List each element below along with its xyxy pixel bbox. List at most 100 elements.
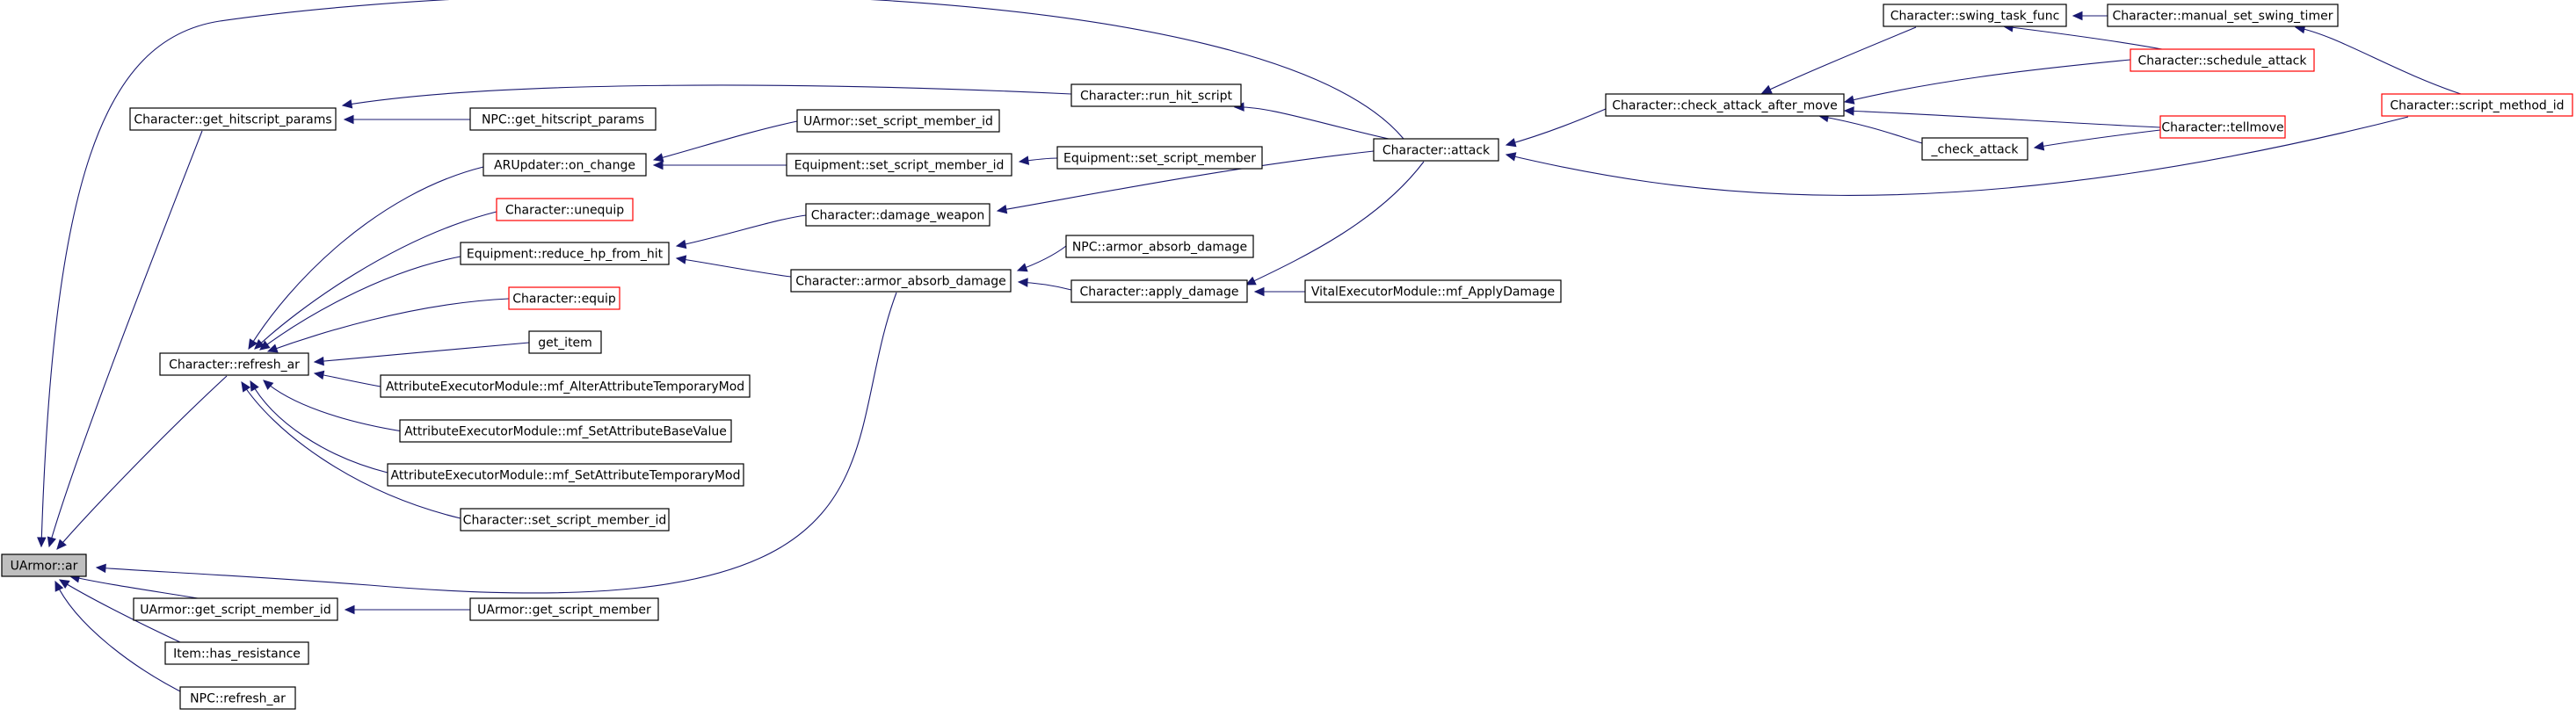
edge-get_item-to-ch_refresh_ar xyxy=(313,342,530,366)
node-box[interactable] xyxy=(460,242,670,265)
edge-npc_get_hitscript_params-to-ch_get_hitscript_params xyxy=(343,114,470,125)
edge-arrowhead xyxy=(996,204,1008,214)
node-ch_manual_set_swing_timer[interactable]: Character::manual_set_swing_timer xyxy=(2107,4,2339,27)
node-ch_set_script_member_id[interactable]: Character::set_script_member_id xyxy=(460,508,670,532)
node-npc_get_hitscript_params[interactable]: NPC::get_hitscript_params xyxy=(469,107,657,131)
node-box[interactable] xyxy=(469,107,657,131)
node-ch_armor_absorb_damage[interactable]: Character::armor_absorb_damage xyxy=(790,269,1012,293)
node-ch_unequip[interactable]: Character::unequip xyxy=(496,198,634,221)
node-box[interactable] xyxy=(2130,48,2315,72)
node-box[interactable] xyxy=(1070,279,1248,303)
node-label: UArmor::get_script_member xyxy=(477,604,651,618)
node-box[interactable] xyxy=(496,198,634,221)
node-box[interactable] xyxy=(1605,93,1845,117)
node-box[interactable] xyxy=(790,269,1012,293)
node-aem_set_base[interactable]: AttributeExecutorModule::mf_SetAttribute… xyxy=(399,419,732,443)
edge-arrowhead xyxy=(54,580,64,592)
node-aem_set_temp[interactable]: AttributeExecutorModule::mf_SetAttribute… xyxy=(387,463,744,487)
node-npc_refresh_ar[interactable]: NPC::refresh_ar xyxy=(179,686,296,710)
edge-line xyxy=(259,256,461,351)
node-box[interactable] xyxy=(796,109,1000,133)
edge-item_has_resistance-to-uarmor_ar xyxy=(58,579,181,643)
node-box[interactable] xyxy=(1065,235,1254,258)
edge-line xyxy=(40,0,1404,547)
edge-ch_set_script_member_id-to-ch_refresh_ar xyxy=(241,380,461,519)
node-label: AttributeExecutorModule::mf_SetAttribute… xyxy=(404,425,727,439)
edge-line xyxy=(2003,25,2163,50)
node-ch_run_hit_script[interactable]: Character::run_hit_script xyxy=(1070,83,1242,107)
node-box[interactable] xyxy=(133,597,338,621)
node-ch_attack[interactable]: Character::attack xyxy=(1373,138,1499,162)
node-box[interactable] xyxy=(805,203,990,227)
node-eq_set_script_member[interactable]: Equipment::set_script_member xyxy=(1056,146,1263,170)
edge-ch_tellmove-to-ch_check_attack_after_move xyxy=(1843,106,2161,128)
node-box[interactable] xyxy=(460,508,670,532)
node-arupdater_on_change[interactable]: ARUpdater::on_change xyxy=(483,153,647,177)
node-ch_swing_task_func[interactable]: Character::swing_task_func xyxy=(1883,4,2067,27)
node-box[interactable] xyxy=(469,597,659,621)
node-box[interactable] xyxy=(387,463,744,487)
node-ua_get_script_member_id[interactable]: UArmor::get_script_member_id xyxy=(133,597,338,621)
node-box[interactable] xyxy=(1056,146,1263,170)
node-box[interactable] xyxy=(159,352,309,376)
node-ch_schedule_attack[interactable]: Character::schedule_attack xyxy=(2130,48,2315,72)
edge-ch_attack-to-ch_apply_damage xyxy=(1244,161,1425,286)
node-box[interactable] xyxy=(179,686,296,710)
edge-ch_unequip-to-ch_refresh_ar xyxy=(254,211,497,350)
node-ua_get_script_member[interactable]: UArmor::get_script_member xyxy=(469,597,659,621)
node-box[interactable] xyxy=(786,153,1012,177)
node-box[interactable] xyxy=(1373,138,1499,162)
node-get_item[interactable]: get_item xyxy=(528,330,602,354)
node-eq_set_script_member_id[interactable]: Equipment::set_script_member_id xyxy=(786,153,1012,177)
node-npc_armor_absorb_damage[interactable]: NPC::armor_absorb_damage xyxy=(1065,235,1254,258)
edge-arrowhead xyxy=(37,537,47,548)
node-box[interactable] xyxy=(2381,93,2573,117)
edge-line xyxy=(314,342,530,363)
node-ch_equip[interactable]: Character::equip xyxy=(508,286,620,310)
node-ua_set_script_member_id[interactable]: UArmor::set_script_member_id xyxy=(796,109,1000,133)
node-box[interactable] xyxy=(1,553,87,577)
node-ch_damage_weapon[interactable]: Character::damage_weapon xyxy=(805,203,990,227)
node-aem_alter_temp[interactable]: AttributeExecutorModule::mf_AlterAttribu… xyxy=(380,374,751,398)
node-ch_tellmove[interactable]: Character::tellmove xyxy=(2159,115,2286,139)
node-box[interactable] xyxy=(1921,137,2028,161)
node-box[interactable] xyxy=(483,153,647,177)
node-box[interactable] xyxy=(380,374,751,398)
node-ch_get_hitscript_params[interactable]: Character::get_hitscript_params xyxy=(129,107,337,131)
node-ch_script_method_id[interactable]: Character::script_method_id xyxy=(2381,93,2573,117)
node-ch_refresh_ar[interactable]: Character::refresh_ar xyxy=(159,352,309,376)
edge-check_attack-to-ch_check_attack_after_move xyxy=(1818,112,1923,144)
node-box[interactable] xyxy=(508,286,620,310)
edge-ch_armor_absorb_damage-to-uarmor_ar xyxy=(95,292,897,594)
edge-ch_apply_damage-to-ch_armor_absorb_damage xyxy=(1017,278,1072,291)
edge-arrowhead xyxy=(1017,278,1028,287)
node-ch_apply_damage[interactable]: Character::apply_damage xyxy=(1070,279,1248,303)
edge-ch_manual_set_swing_timer-to-ch_swing_task_func xyxy=(2072,11,2108,21)
node-uarmor_ar[interactable]: UArmor::ar xyxy=(1,553,87,577)
edge-arrowhead xyxy=(313,370,325,380)
edge-line xyxy=(342,84,1072,106)
edge-arrowhead xyxy=(241,380,251,393)
edges-layer xyxy=(37,0,2462,697)
node-box[interactable] xyxy=(164,641,309,665)
node-box[interactable] xyxy=(129,107,337,131)
edge-line xyxy=(1844,59,2131,103)
node-label: Equipment::reduce_hp_from_hit xyxy=(467,248,664,262)
node-vem_apply_damage[interactable]: VitalExecutorModule::mf_ApplyDamage xyxy=(1304,279,1562,303)
node-ch_check_attack_after_move[interactable]: Character::check_attack_after_move xyxy=(1605,93,1845,117)
node-eq_reduce_hp_from_hit[interactable]: Equipment::reduce_hp_from_hit xyxy=(460,242,670,265)
node-box[interactable] xyxy=(399,419,732,443)
edge-npc_refresh_ar-to-uarmor_ar xyxy=(54,580,190,697)
node-item_has_resistance[interactable]: Item::has_resistance xyxy=(164,641,309,665)
node-box[interactable] xyxy=(1070,83,1242,107)
node-box[interactable] xyxy=(1304,279,1562,303)
node-box[interactable] xyxy=(528,330,602,354)
edge-line xyxy=(96,292,897,594)
edge-eq_set_script_member_id-to-arupdater_on_change xyxy=(652,160,787,170)
node-box[interactable] xyxy=(1883,4,2067,27)
node-check_attack[interactable]: _check_attack xyxy=(1921,137,2028,161)
node-box[interactable] xyxy=(2107,4,2339,27)
node-label: Character::refresh_ar xyxy=(169,358,300,372)
node-box[interactable] xyxy=(2159,115,2286,139)
edge-arrowhead xyxy=(248,338,258,351)
